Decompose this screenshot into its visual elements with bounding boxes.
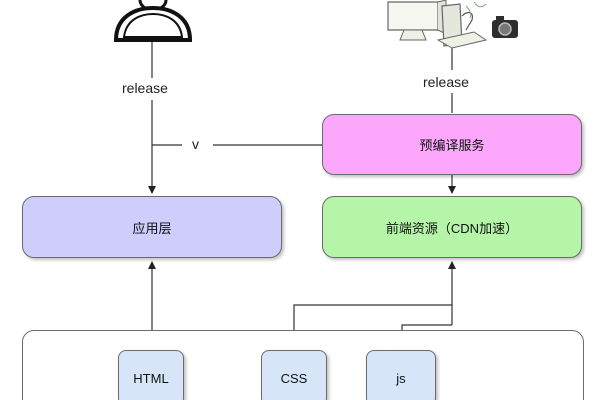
right-release-label: release	[423, 74, 469, 90]
precompile-service-label: 预编译服务	[419, 138, 485, 153]
workstation-icon	[387, 0, 518, 49]
app-layer-label: 应用层	[132, 220, 172, 236]
js-node[interactable]: js	[366, 350, 436, 400]
v-label-top: v	[188, 136, 203, 152]
html-node[interactable]: HTML	[118, 350, 184, 400]
frontend-resources-label: 前端资源（CDN加速）	[385, 220, 519, 236]
css-node-label: CSS	[280, 370, 308, 386]
developer-icon	[113, 0, 193, 42]
app-layer-box[interactable]: 应用层	[22, 196, 282, 258]
html-node-label: HTML	[133, 370, 169, 386]
css-node[interactable]: CSS	[261, 350, 327, 400]
left-release-label: release	[122, 80, 168, 96]
frontend-resources-box[interactable]: 前端资源（CDN加速）	[322, 196, 582, 258]
precompile-service-box[interactable]: 预编译服务	[322, 114, 582, 175]
js-node-label: js	[396, 370, 406, 386]
